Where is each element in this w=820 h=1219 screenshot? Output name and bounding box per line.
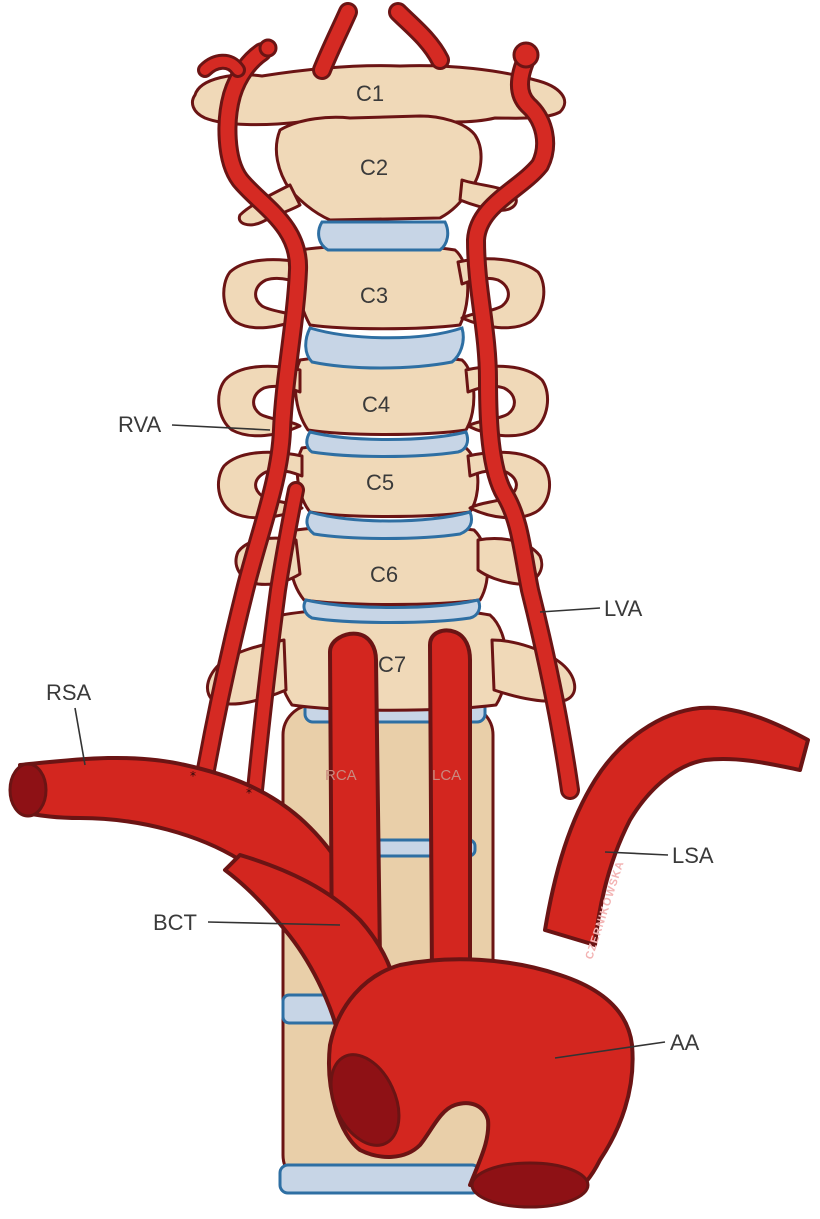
disc-c4-c5 (305, 430, 470, 458)
right-vertebral-accessory (249, 484, 302, 796)
right-subclavian-lumen (8, 762, 48, 818)
label-c5: C5 (366, 470, 394, 495)
rva-label: RVA (118, 412, 162, 437)
right-common-carotid (328, 631, 382, 967)
label-c4: C4 (362, 392, 390, 417)
lva-label: LVA (604, 596, 643, 621)
right-vertebral-artery (198, 45, 306, 782)
disc-t3-t4 (278, 1163, 482, 1195)
label-c3: C3 (360, 283, 388, 308)
descending-aorta-lumen (470, 1161, 590, 1209)
disc-c5-c6 (305, 510, 474, 540)
label-c2: C2 (360, 155, 388, 180)
bct-label: BCT (153, 910, 197, 935)
lca-label: LCA (432, 767, 461, 784)
label-c6: C6 (370, 562, 398, 587)
rva-leader (171, 424, 271, 431)
star-marker-2: * (246, 786, 252, 800)
left-vertebral-top-knob (512, 41, 540, 69)
bct-leader (207, 921, 341, 926)
callouts: RVA LVA RSA LSA BCT AA (46, 412, 714, 1059)
rsa-leader (74, 707, 86, 766)
basilar-left-branch (391, 5, 447, 67)
great-vessels: RCA LCA * * CZERNIKOWSKA (8, 628, 810, 1209)
vertebra-labels: C1 C2 C3 C4 C5 C6 C7 (356, 81, 406, 677)
basilar-right-branch (315, 5, 355, 77)
right-vertebral-top-knob (258, 38, 278, 58)
left-vertebral-artery (469, 48, 577, 797)
label-c7: C7 (378, 652, 406, 677)
left-common-carotid (428, 628, 472, 984)
disc-c2-c3 (317, 220, 450, 252)
star-marker-1: * (190, 769, 196, 783)
left-subclavian-artery (543, 705, 810, 947)
lva-leader (539, 607, 601, 613)
aa-leader (554, 1041, 666, 1059)
lsa-label: LSA (672, 843, 714, 868)
disc-c3-c4 (304, 326, 465, 370)
disc-c6-c7 (302, 598, 482, 624)
lsa-leader (604, 851, 669, 856)
rsa-label: RSA (46, 680, 92, 705)
cervical-spine (191, 64, 577, 712)
label-c1: C1 (356, 81, 384, 106)
rca-label: RCA (325, 767, 357, 784)
right-vertebral-top-loop (200, 56, 243, 75)
aa-label: AA (670, 1030, 700, 1055)
ascending-aorta-lumen (329, 1053, 401, 1147)
vertebral-arteries (195, 2, 580, 800)
